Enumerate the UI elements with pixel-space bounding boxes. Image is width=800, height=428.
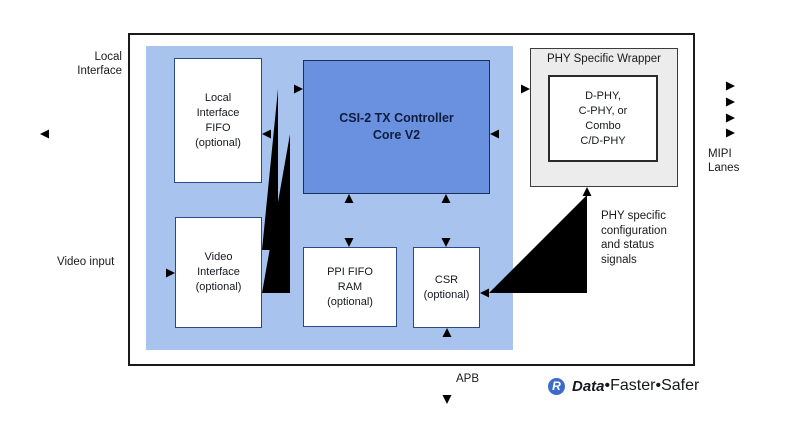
block-csr: CSR (optional) <box>413 247 480 328</box>
block-label-line: RAM <box>337 280 363 293</box>
block-label-line: (optional) <box>195 281 242 293</box>
apb-label: APB <box>456 373 480 385</box>
connector-local-interface-out <box>40 129 49 139</box>
label-line: Interface <box>77 65 122 77</box>
block-label-line: CSI-2 TX Controller <box>339 111 454 125</box>
bullet-separator: • <box>604 377 611 394</box>
block-label-line: FIFO <box>205 121 231 134</box>
block-label-line: Interface <box>196 106 240 119</box>
phy-wrapper-title: PHY Specific Wrapper <box>547 53 661 65</box>
block-label-line: C-PHY, or <box>578 104 628 117</box>
connector-core-csr-bidir <box>441 194 451 247</box>
connector-phy-to-core <box>490 129 499 139</box>
connector-csr-phy-bidir <box>480 187 592 298</box>
local-interface-label: Local Interface <box>60 50 122 78</box>
block-label-line: Video <box>204 251 233 263</box>
block-label-line: (optional) <box>327 295 373 308</box>
connector-apb-bidir <box>442 328 452 404</box>
label-line: configuration <box>601 224 667 237</box>
connector-video-to-core <box>262 89 278 250</box>
block-dphy-cphy-combo: D-PHY, C-PHY, or Combo C/D-PHY <box>548 75 658 162</box>
connector-video-input <box>166 268 175 278</box>
connector-core-to-fifo <box>262 129 271 139</box>
label-line: PHY specific <box>601 210 666 222</box>
brand-word-safer: Safer <box>661 377 700 394</box>
connector-core-to-phy <box>521 84 530 94</box>
block-local-interface-fifo: Local Interface FIFO (optional) <box>174 58 262 183</box>
label-line: and status <box>601 239 655 251</box>
connector-mipi-lanes <box>726 81 735 138</box>
label-line: Local <box>94 51 123 63</box>
block-label-line: Core V2 <box>372 128 421 142</box>
block-label-line: C/D-PHY <box>580 134 626 147</box>
block-label-line: D-PHY, <box>585 89 621 102</box>
connector-core-to-video <box>262 134 290 293</box>
block-label-line: PPI FIFO <box>327 265 373 278</box>
bullet-separator: • <box>655 377 662 394</box>
connector-fifo-to-core <box>294 84 303 94</box>
brand-footer: R Data • Faster • Safer <box>548 377 699 395</box>
label-line: signals <box>601 253 637 266</box>
block-csi2-tx-controller-core: CSI-2 TX Controller Core V2 <box>303 60 490 194</box>
block-video-interface: Video Interface (optional) <box>175 217 262 328</box>
brand-word-faster: Faster <box>610 377 656 394</box>
block-label-line: (optional) <box>195 136 241 149</box>
connector-core-ppi-bidir <box>344 194 354 247</box>
block-ppi-fifo-ram: PPI FIFO RAM (optional) <box>303 247 397 327</box>
block-label-line: (optional) <box>423 288 470 301</box>
block-label-line: Local <box>204 91 232 104</box>
label-line: MIPI <box>708 148 732 160</box>
block-label-line: Combo <box>585 119 621 132</box>
block-label-line: CSR <box>434 273 459 286</box>
label-line: Lanes <box>708 162 740 174</box>
brand-word: Data <box>572 377 605 395</box>
block-label-line: Interface <box>197 266 240 278</box>
rambus-logo-icon: R <box>548 377 565 395</box>
phy-signals-label: PHY specific configuration and status si… <box>601 209 691 267</box>
mipi-lanes-label: MIPI Lanes <box>708 147 754 175</box>
video-input-label: Video input <box>57 256 115 268</box>
